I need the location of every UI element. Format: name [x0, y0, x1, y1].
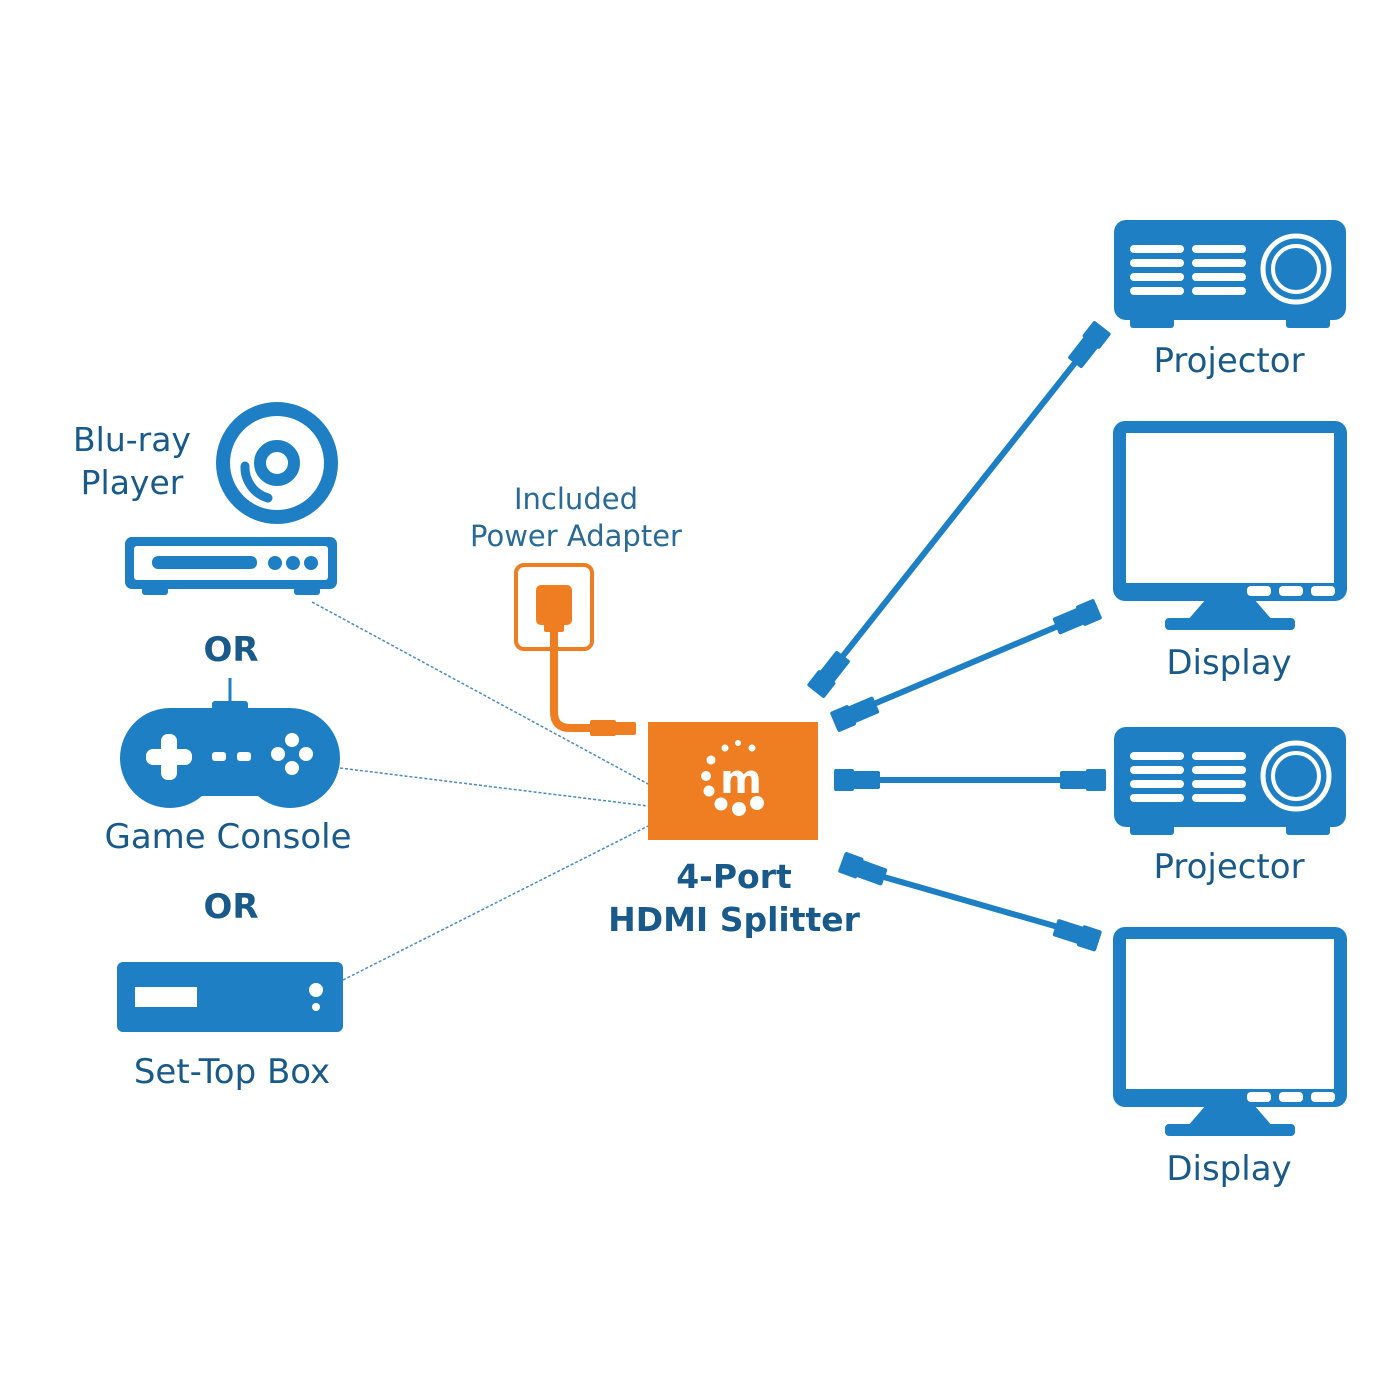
- output-label-4: Display: [1166, 1149, 1291, 1189]
- hdmi-cable-2: [829, 598, 1103, 733]
- or-separator-1: OR: [203, 630, 258, 670]
- splitter-label-line2: HDMI Splitter: [608, 900, 861, 939]
- projector-icon: [1114, 727, 1346, 835]
- bluray-disc-icon: [216, 402, 338, 524]
- monitor-icon: [1113, 927, 1347, 1136]
- console-connection-line: [339, 767, 649, 807]
- settop-box-icon: [117, 962, 343, 1032]
- output-label-2: Display: [1166, 643, 1291, 683]
- power-adapter-label-line2: Power Adapter: [470, 519, 682, 553]
- game-console-label: Game Console: [105, 817, 352, 857]
- source-connection-lines: [311, 601, 651, 981]
- gamepad-icon: [120, 678, 340, 808]
- output-label-1: Projector: [1153, 341, 1304, 381]
- bluray-connection-line: [311, 601, 651, 786]
- hdmi-splitter-box: m: [648, 722, 818, 840]
- splitter-label-line1: 4-Port: [676, 857, 792, 896]
- power-adapter-icon: [514, 563, 636, 736]
- hdmi-cable-4: [837, 851, 1103, 952]
- manhattan-m-logo: m: [701, 740, 764, 816]
- settop-connection-line: [342, 825, 649, 981]
- output-label-3: Projector: [1153, 847, 1304, 887]
- bluray-label-line1: Blu-ray: [73, 420, 191, 459]
- hdmi-cable-1: [806, 320, 1112, 699]
- power-adapter-label-line1: Included: [514, 482, 638, 516]
- svg-text:m: m: [720, 757, 762, 803]
- monitor-icon: [1113, 421, 1347, 630]
- bluray-player-icon: [125, 537, 337, 595]
- projector-icon: [1114, 220, 1346, 328]
- settop-box-label: Set-Top Box: [134, 1052, 330, 1092]
- bluray-label-line2: Player: [81, 463, 184, 502]
- hdmi-cable-3: [834, 769, 1106, 791]
- or-separator-2: OR: [203, 887, 258, 927]
